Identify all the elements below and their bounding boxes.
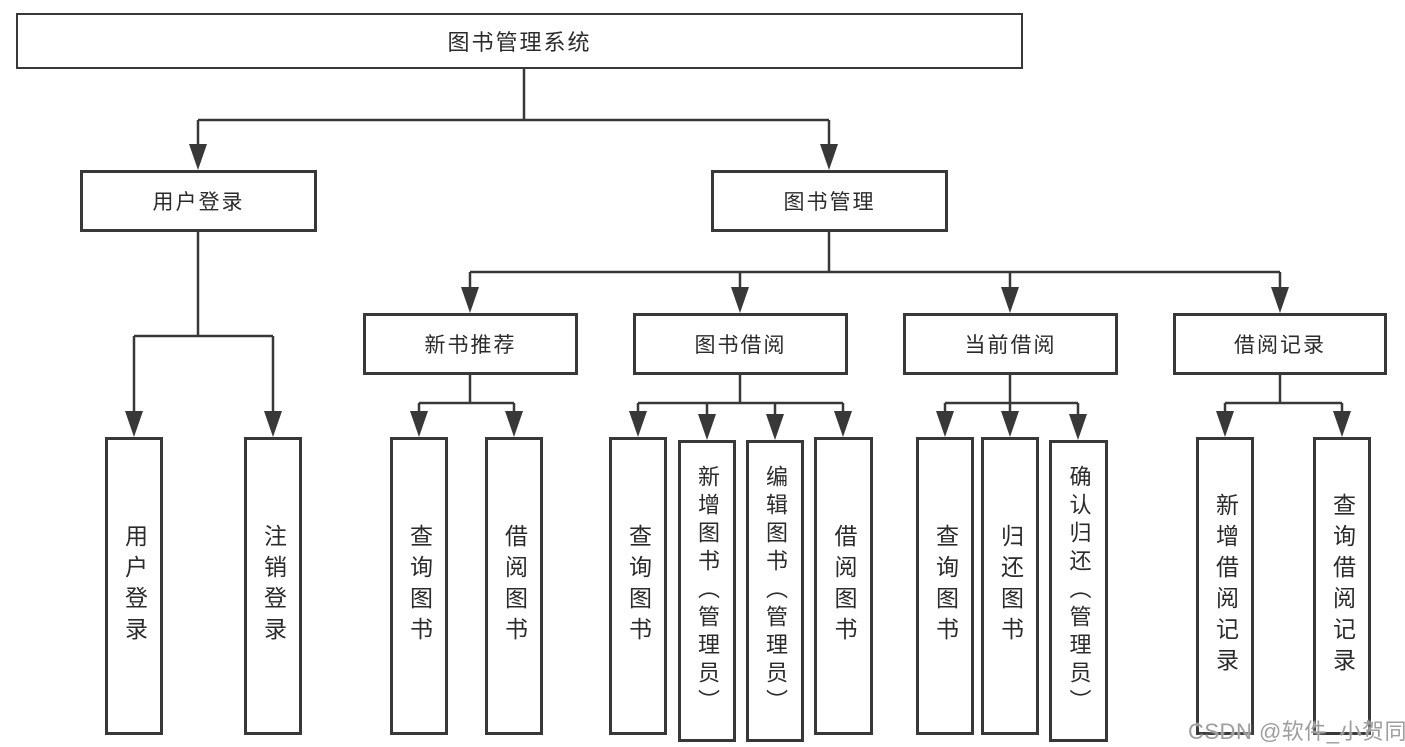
leaf-confirm-return-admin-label: 确认归还（管理员）: [1066, 465, 1092, 717]
leaf-add-book-admin-label: 新增图书（管理员）: [695, 465, 720, 717]
node-borrow-records: 借阅记录: [1173, 313, 1387, 375]
leaf-borrow-books-2-label: 借阅图书: [831, 524, 857, 648]
node-book-borrow-label: 图书借阅: [694, 334, 787, 357]
connector-current-borrow-children: [936, 375, 1087, 440]
leaf-user-login: 用户登录: [105, 437, 163, 735]
leaf-return-book: 归还图书: [981, 437, 1039, 735]
connector-book-borrow-children: [629, 375, 852, 440]
connector-borrow-records-children: [1216, 375, 1351, 437]
leaf-edit-book-admin-label: 编辑图书（管理员）: [763, 465, 788, 717]
leaf-query-books-borrow-label: 查询图书: [625, 524, 652, 648]
arrowhead-icon: [1001, 411, 1019, 437]
connector-book-management-children: [461, 232, 1289, 313]
watermark: CSDN @软件_小贺同学: [1188, 719, 1405, 744]
node-current-borrow: 当前借阅: [903, 313, 1118, 375]
node-new-book-recommend-label: 新书推荐: [424, 334, 517, 357]
leaf-logout: 注销登录: [244, 437, 302, 735]
node-user-login: 用户登录: [80, 170, 317, 232]
node-current-borrow-label: 当前借阅: [964, 334, 1057, 357]
arrowhead-icon: [1216, 411, 1234, 437]
arrowhead-icon: [1271, 287, 1289, 313]
arrowhead-icon: [1001, 287, 1019, 313]
leaf-borrow-books-recommend-label: 借阅图书: [501, 524, 528, 648]
leaf-add-borrow-record: 新增借阅记录: [1196, 437, 1254, 735]
node-book-management-label: 图书管理: [783, 191, 876, 214]
arrowhead-icon: [264, 411, 282, 437]
node-book-borrow: 图书借阅: [633, 313, 848, 375]
leaf-query-borrow-record-label: 查询借阅记录: [1329, 493, 1356, 679]
leaf-logout-label: 注销登录: [260, 524, 287, 648]
connector-new-book-children: [410, 375, 523, 437]
arrowhead-icon: [1333, 411, 1351, 437]
arrowhead-icon: [698, 414, 716, 440]
arrowhead-icon: [820, 144, 838, 170]
leaf-query-books-current: 查询图书: [916, 437, 974, 735]
leaf-query-borrow-record: 查询借阅记录: [1313, 437, 1371, 735]
arrowhead-icon: [461, 287, 479, 313]
leaf-query-books-recommend: 查询图书: [390, 437, 448, 735]
arrowhead-icon: [410, 411, 428, 437]
arrowhead-icon: [766, 414, 784, 440]
node-borrow-records-label: 借阅记录: [1234, 334, 1326, 357]
arrowhead-icon: [125, 411, 143, 437]
arrowhead-icon: [505, 411, 523, 437]
leaf-edit-book-admin: 编辑图书（管理员）: [746, 440, 804, 742]
leaf-query-books-recommend-label: 查询图书: [406, 524, 433, 648]
leaf-add-book-admin: 新增图书（管理员）: [678, 440, 736, 742]
arrowhead-icon: [629, 411, 647, 437]
node-new-book-recommend: 新书推荐: [363, 313, 578, 375]
arrowhead-icon: [189, 144, 207, 170]
leaf-user-login-label: 用户登录: [121, 524, 148, 648]
node-book-management: 图书管理: [711, 170, 948, 232]
leaf-query-books-current-label: 查询图书: [932, 524, 959, 648]
arrowhead-icon: [936, 411, 954, 437]
leaf-return-book-label: 归还图书: [997, 524, 1024, 648]
node-library-system: 图书管理系统: [16, 13, 1023, 69]
arrowhead-icon: [1069, 414, 1087, 440]
node-user-login-label: 用户登录: [152, 191, 245, 214]
arrowhead-icon: [834, 411, 852, 437]
leaf-borrow-books-2: 借阅图书: [814, 437, 873, 735]
arrowhead-icon: [731, 287, 749, 313]
connector-user-login-children: [125, 232, 282, 437]
node-library-system-label: 图书管理系统: [447, 30, 592, 55]
connector-root-to-level2: [189, 69, 838, 170]
leaf-borrow-books-recommend: 借阅图书: [485, 437, 543, 735]
leaf-confirm-return-admin: 确认归还（管理员）: [1049, 440, 1108, 742]
leaf-query-books-borrow: 查询图书: [609, 437, 667, 735]
leaf-add-borrow-record-label: 新增借阅记录: [1212, 493, 1239, 679]
